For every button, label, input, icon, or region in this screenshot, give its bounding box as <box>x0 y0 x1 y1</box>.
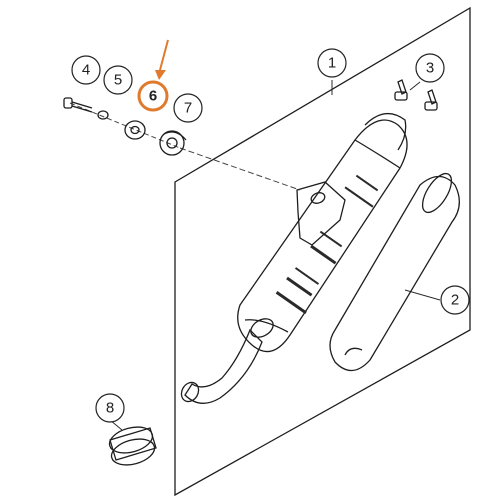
silencer-assembly <box>180 113 408 404</box>
diagram-panel <box>174 6 471 497</box>
bolt-pair <box>394 79 438 111</box>
assembly-axis-line <box>179 147 301 191</box>
callout-8: 8 <box>95 393 125 423</box>
callout-2: 2 <box>440 285 470 315</box>
callout-4-label: 4 <box>82 62 90 79</box>
callout-1: 1 <box>317 48 347 78</box>
callout-2-label: 2 <box>451 292 459 309</box>
callout-7: 7 <box>173 93 203 123</box>
callout-3-label: 3 <box>426 60 434 77</box>
callout-6: 6 <box>137 80 169 112</box>
callout-5-label: 5 <box>114 72 122 89</box>
silencer-sleeve <box>329 172 460 372</box>
callout-3: 3 <box>415 53 445 83</box>
mounting-bracket <box>296 181 346 246</box>
callout-8-label: 8 <box>106 400 114 417</box>
inlet-pipe <box>184 328 263 404</box>
highlight-arrow <box>155 39 169 80</box>
hardware-stack <box>63 97 187 156</box>
pipe-sleeve-part <box>108 426 157 466</box>
leader-line-3 <box>409 81 421 91</box>
silencer-label-print <box>275 174 379 315</box>
callout-4: 4 <box>71 55 101 85</box>
callout-5: 5 <box>103 65 133 95</box>
callout-1-label: 1 <box>328 55 336 72</box>
callout-7-label: 7 <box>184 100 192 117</box>
callout-6-label: 6 <box>149 88 157 105</box>
